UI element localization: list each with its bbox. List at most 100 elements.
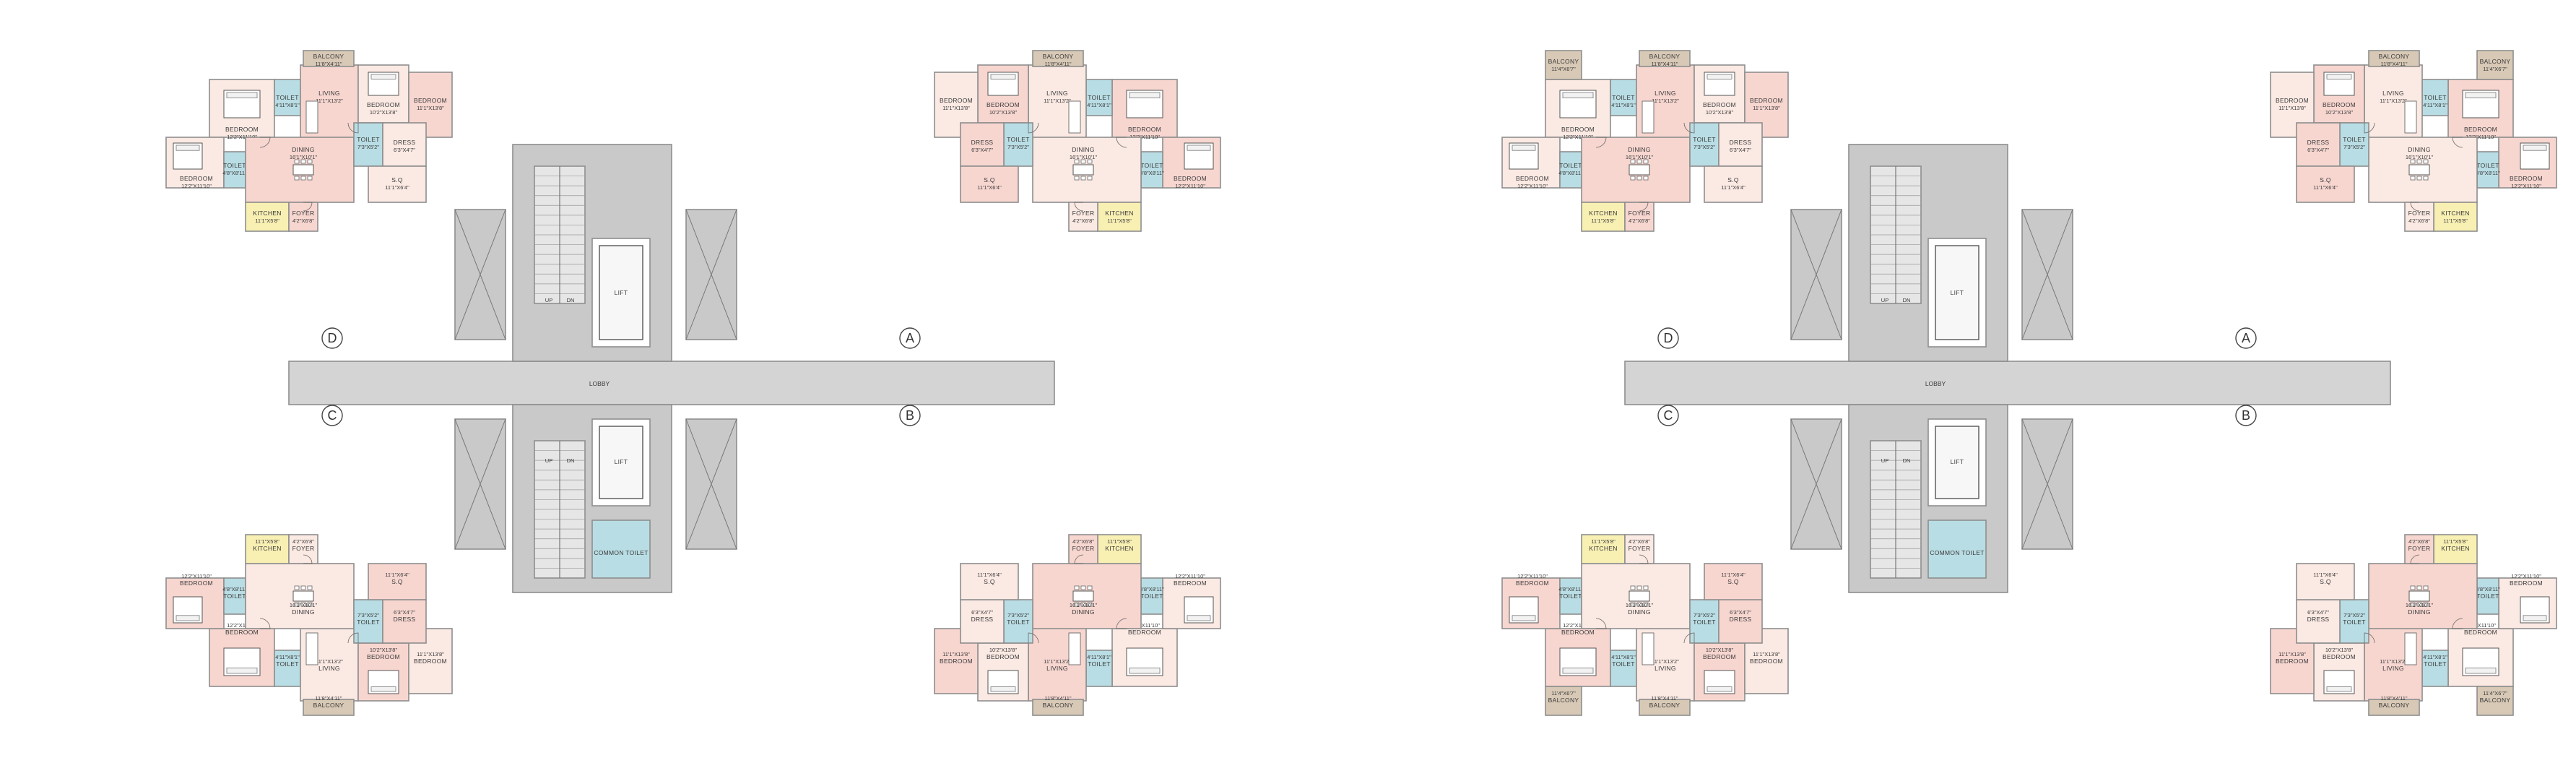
lobby-corridor bbox=[1624, 361, 2391, 405]
toilet-dimension: 7'3"X5'2" bbox=[2343, 144, 2365, 150]
toilet-label: TOILET bbox=[2343, 136, 2365, 143]
kitchen-label: KITCHEN bbox=[253, 210, 281, 217]
foyer-dimension: 4'2"X6'8" bbox=[1072, 217, 1094, 224]
side-balcony-room bbox=[1545, 50, 1582, 80]
servant-quarter-label: S.Q bbox=[1727, 176, 1739, 184]
bedroom-label: BEDROOM bbox=[940, 97, 973, 104]
pillow-symbol bbox=[1562, 668, 1594, 674]
bedroom-dimension: 11'1"X13'8" bbox=[2278, 105, 2306, 111]
toilet-dimension: 4'11"X8'1" bbox=[275, 102, 300, 108]
toilet-label: TOILET bbox=[357, 136, 379, 143]
servant-quarter-dimension: 11'1"X6'4" bbox=[2313, 572, 2338, 578]
chair-symbol bbox=[1074, 176, 1080, 181]
toilet-dimension: 4'8"X8'11" bbox=[1558, 586, 1583, 592]
dining-table-symbol bbox=[292, 590, 314, 602]
bedroom-room bbox=[934, 628, 979, 694]
door-swing-symbol bbox=[2410, 202, 2420, 212]
toilet-dimension: 7'3"X5'2" bbox=[1007, 612, 1029, 618]
bedroom-label: BEDROOM bbox=[1703, 653, 1736, 660]
bedroom-label: BEDROOM bbox=[1561, 629, 1595, 636]
dress-dimension: 6'3"X4'7" bbox=[971, 609, 993, 616]
toilet-dimension: 7'3"X5'2" bbox=[1007, 144, 1029, 150]
bedroom-label: BEDROOM bbox=[367, 101, 400, 108]
toilet-dimension: 4'8"X8'11" bbox=[222, 170, 247, 176]
bedroom-label: BEDROOM bbox=[2464, 629, 2497, 636]
bedroom-dimension: 12'2"X11'10" bbox=[1517, 573, 1548, 579]
chair-symbol bbox=[300, 176, 306, 181]
dress-label: DRESS bbox=[2307, 616, 2330, 623]
chair-symbol bbox=[1080, 159, 1086, 164]
common-toilet-label: COMMON TOILET bbox=[1930, 549, 1984, 556]
servant-quarter-dimension: 11'1"X6'4" bbox=[1721, 184, 1745, 191]
kitchen-dimension: 11'1"X5'8" bbox=[2443, 538, 2468, 545]
chair-symbol bbox=[2423, 176, 2429, 181]
pillow-symbol bbox=[1512, 615, 1536, 621]
door-swing-symbol bbox=[1074, 202, 1084, 212]
chair-symbol bbox=[1080, 602, 1086, 607]
sofa-symbol bbox=[1642, 632, 1655, 665]
side-balcony-dimension: 11'4"X6'7" bbox=[1551, 690, 1576, 697]
foyer-label: FOYER bbox=[292, 545, 315, 552]
toilet-room bbox=[1559, 151, 1582, 189]
stair-direction-label: UP bbox=[1881, 297, 1888, 303]
kitchen-label: KITCHEN bbox=[1105, 545, 1133, 552]
balcony-label: BALCONY bbox=[313, 53, 344, 60]
chair-symbol bbox=[300, 585, 306, 590]
toilet-label: TOILET bbox=[223, 162, 246, 169]
unit-marker-circle bbox=[321, 405, 343, 426]
living-dimension: 11'1"X13'2" bbox=[2380, 98, 2407, 104]
bedroom-label: BEDROOM bbox=[986, 101, 1020, 108]
chair-symbol bbox=[1636, 176, 1642, 181]
servant-room bbox=[368, 165, 427, 203]
stair-direction-label: DN bbox=[567, 457, 575, 464]
chair-symbol bbox=[307, 585, 313, 590]
toilet-dimension: 4'8"X8'11" bbox=[222, 586, 247, 592]
balcony-label: BALCONY bbox=[2379, 702, 2410, 709]
toilet-room bbox=[1610, 79, 1637, 116]
foyer-room bbox=[1624, 202, 1655, 232]
kitchen-dimension: 11'1"X5'8" bbox=[255, 538, 279, 545]
living-dimension: 11'1"X13'2" bbox=[1044, 98, 1071, 104]
door-swing-symbol bbox=[1028, 122, 1039, 134]
foyer-label: FOYER bbox=[292, 210, 315, 217]
servant-quarter-dimension: 11'1"X6'4" bbox=[385, 184, 409, 191]
toilet-label: TOILET bbox=[1693, 136, 1715, 143]
toilet-label: TOILET bbox=[276, 660, 298, 668]
toilet-room bbox=[2476, 577, 2499, 615]
stair-direction-label: UP bbox=[1881, 457, 1888, 464]
unit-marker-letter: A bbox=[2242, 331, 2250, 345]
unit-marker-letter: C bbox=[328, 408, 337, 423]
bedroom-label: BEDROOM bbox=[2510, 579, 2543, 587]
servant-room bbox=[960, 165, 1019, 203]
door-swing-symbol bbox=[259, 618, 271, 629]
lift-car bbox=[1935, 426, 1979, 499]
living-dimension: 11'1"X13'2" bbox=[1652, 98, 1679, 104]
pillow-symbol bbox=[1562, 92, 1594, 98]
bedroom-label: BEDROOM bbox=[1516, 579, 1549, 587]
chair-symbol bbox=[1643, 176, 1649, 181]
bedroom-label: BEDROOM bbox=[225, 126, 259, 133]
pillow-symbol bbox=[1129, 92, 1161, 98]
chair-symbol bbox=[2416, 602, 2422, 607]
living-label: LIVING bbox=[318, 665, 340, 672]
side-balcony-dimension: 11'4"X6'7" bbox=[2483, 690, 2507, 697]
living-label: LIVING bbox=[318, 90, 340, 97]
toilet-label: TOILET bbox=[1612, 660, 1634, 668]
balcony-dimension: 11'8"X4'11" bbox=[1044, 695, 1071, 702]
duct-shaft-cross bbox=[2021, 209, 2073, 340]
toilet-dimension: 4'11"X8'1" bbox=[275, 654, 300, 660]
chair-symbol bbox=[307, 176, 313, 181]
unit-wing-D: BEDROOM12'2"X11'10"TOILET4'11"X8'1"LIVIN… bbox=[1501, 50, 1789, 232]
door-swing-symbol bbox=[1074, 554, 1084, 564]
servant-quarter-label: S.Q bbox=[2320, 578, 2331, 585]
living-label: LIVING bbox=[1046, 665, 1068, 672]
bedroom-label: BEDROOM bbox=[2323, 653, 2356, 660]
toilet-label: TOILET bbox=[2424, 660, 2446, 668]
foyer-label: FOYER bbox=[1072, 210, 1095, 217]
dining-label: DINING bbox=[1628, 146, 1651, 153]
pillow-symbol bbox=[1129, 668, 1161, 674]
toilet-label: TOILET bbox=[223, 592, 246, 600]
balcony-dimension: 11'8"X4'11" bbox=[1044, 61, 1071, 67]
foyer-dimension: 4'2"X6'8" bbox=[1629, 538, 1650, 545]
toilet-dimension: 4'11"X8'1" bbox=[1611, 654, 1636, 660]
